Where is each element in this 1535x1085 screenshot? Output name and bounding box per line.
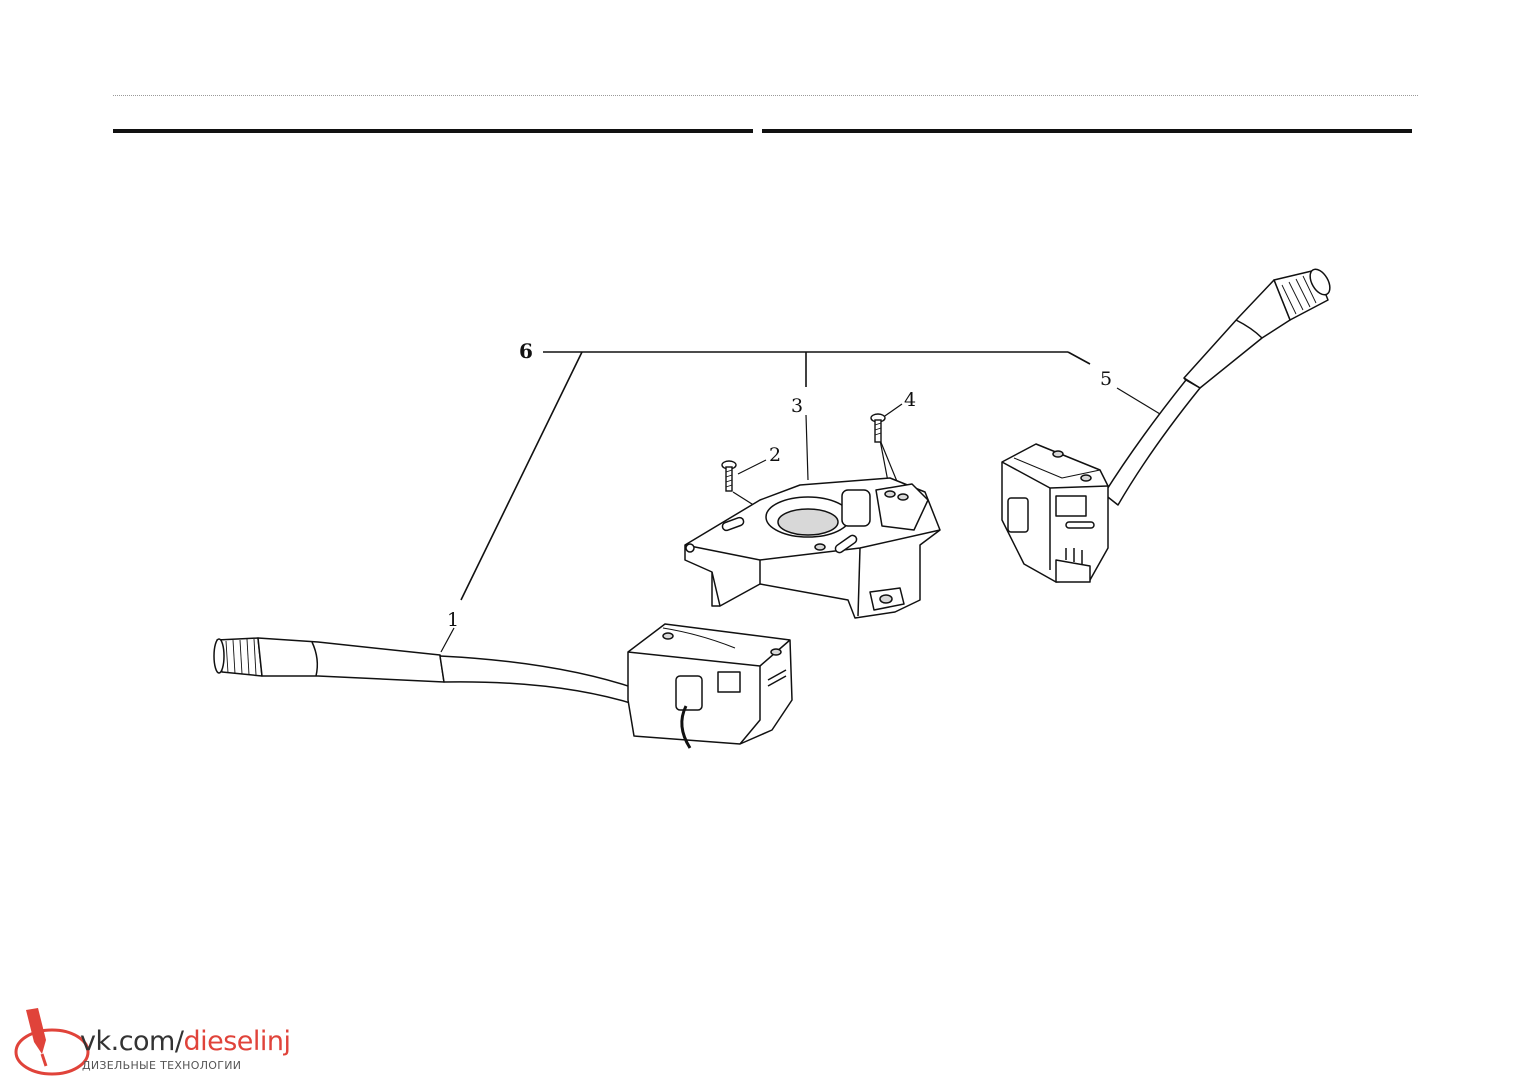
leader-1 — [460, 351, 583, 601]
watermark-subtitle: ДИЗЕЛЬНЫЕ ТЕХНОЛОГИИ — [82, 1059, 242, 1072]
bracket-slot-left — [721, 516, 745, 532]
watermark-ring-icon — [14, 1028, 90, 1076]
bracket-slot-right — [834, 534, 858, 554]
left-housing-front-edge — [739, 666, 761, 745]
leader-6-to-5 — [1067, 351, 1091, 365]
left-knob-end — [213, 638, 225, 674]
bracket-hole-b — [897, 493, 909, 501]
right-housing-screw — [1052, 450, 1064, 458]
left-knob-knurl — [225, 638, 257, 676]
header-dotted-rule — [113, 95, 1418, 96]
left-housing — [627, 623, 793, 745]
bracket-left-leg — [711, 572, 720, 607]
right-housing-screw-2 — [1080, 474, 1092, 482]
callout-1: 1 — [447, 609, 459, 631]
callout-6: 6 — [519, 339, 533, 363]
bracket-hole-a — [884, 490, 896, 498]
leader-2 — [737, 459, 767, 475]
bracket-right-leg — [857, 547, 861, 617]
left-grip-band — [311, 641, 319, 677]
bracket-top-edge — [684, 529, 941, 561]
watermark-text: vk.com/dieselinj — [80, 1026, 291, 1057]
bracket-center-hole-inner — [777, 508, 839, 536]
leader-4 — [881, 403, 903, 419]
callout-2: 2 — [769, 444, 781, 466]
screw-4-shank — [874, 419, 882, 443]
watermark-logo — [14, 1008, 90, 1076]
leader-3 — [805, 414, 809, 481]
left-lever-switch — [213, 623, 793, 749]
bracket-clip — [685, 543, 695, 553]
right-grip — [1183, 279, 1291, 389]
left-housing-screw-2 — [770, 648, 782, 656]
callout-4: 4 — [904, 389, 916, 411]
screw-2 — [721, 460, 737, 492]
callout-5: 5 — [1100, 368, 1112, 390]
mounting-bracket — [684, 477, 941, 619]
left-grip — [257, 637, 445, 683]
left-housing-slot — [767, 669, 787, 681]
leader-5 — [1116, 387, 1161, 415]
bracket-body — [684, 477, 941, 619]
left-housing-screw — [662, 632, 674, 640]
callout-3: 3 — [791, 395, 803, 417]
left-stalk — [439, 655, 641, 707]
left-housing-tab — [717, 671, 741, 693]
leader-1-tip — [440, 627, 455, 653]
right-housing-ridge — [1013, 457, 1101, 479]
right-knob-end — [1309, 268, 1331, 296]
bracket-hole-c — [814, 543, 826, 551]
screw-2-shank — [725, 466, 733, 492]
bracket-boss — [841, 489, 871, 527]
left-housing-slot-2 — [767, 675, 787, 687]
callouts: 6 3 2 4 5 1 — [447, 339, 1112, 631]
left-housing-wire — [680, 705, 692, 749]
right-grip-band — [1235, 319, 1263, 339]
left-housing-ridge — [662, 627, 736, 649]
bracket-ear-hole — [879, 594, 893, 604]
left-housing-socket — [675, 675, 703, 711]
right-housing-socket — [1007, 497, 1029, 533]
right-stalk — [1103, 379, 1201, 506]
right-knob-knurl — [1281, 275, 1317, 315]
header-rule-right — [762, 129, 1412, 133]
right-housing-slot — [1065, 521, 1095, 529]
injector-icon — [26, 1008, 46, 1054]
right-lever-switch — [1001, 268, 1331, 583]
right-housing-connector — [1055, 559, 1091, 583]
injector-tip-icon — [40, 1053, 48, 1067]
watermark-prefix: vk.com/ — [80, 1026, 184, 1057]
watermark-accent: dieselinj — [183, 1026, 291, 1057]
screw-4 — [870, 413, 886, 443]
header-rule-left — [113, 129, 753, 133]
right-housing-tab — [1055, 495, 1087, 517]
